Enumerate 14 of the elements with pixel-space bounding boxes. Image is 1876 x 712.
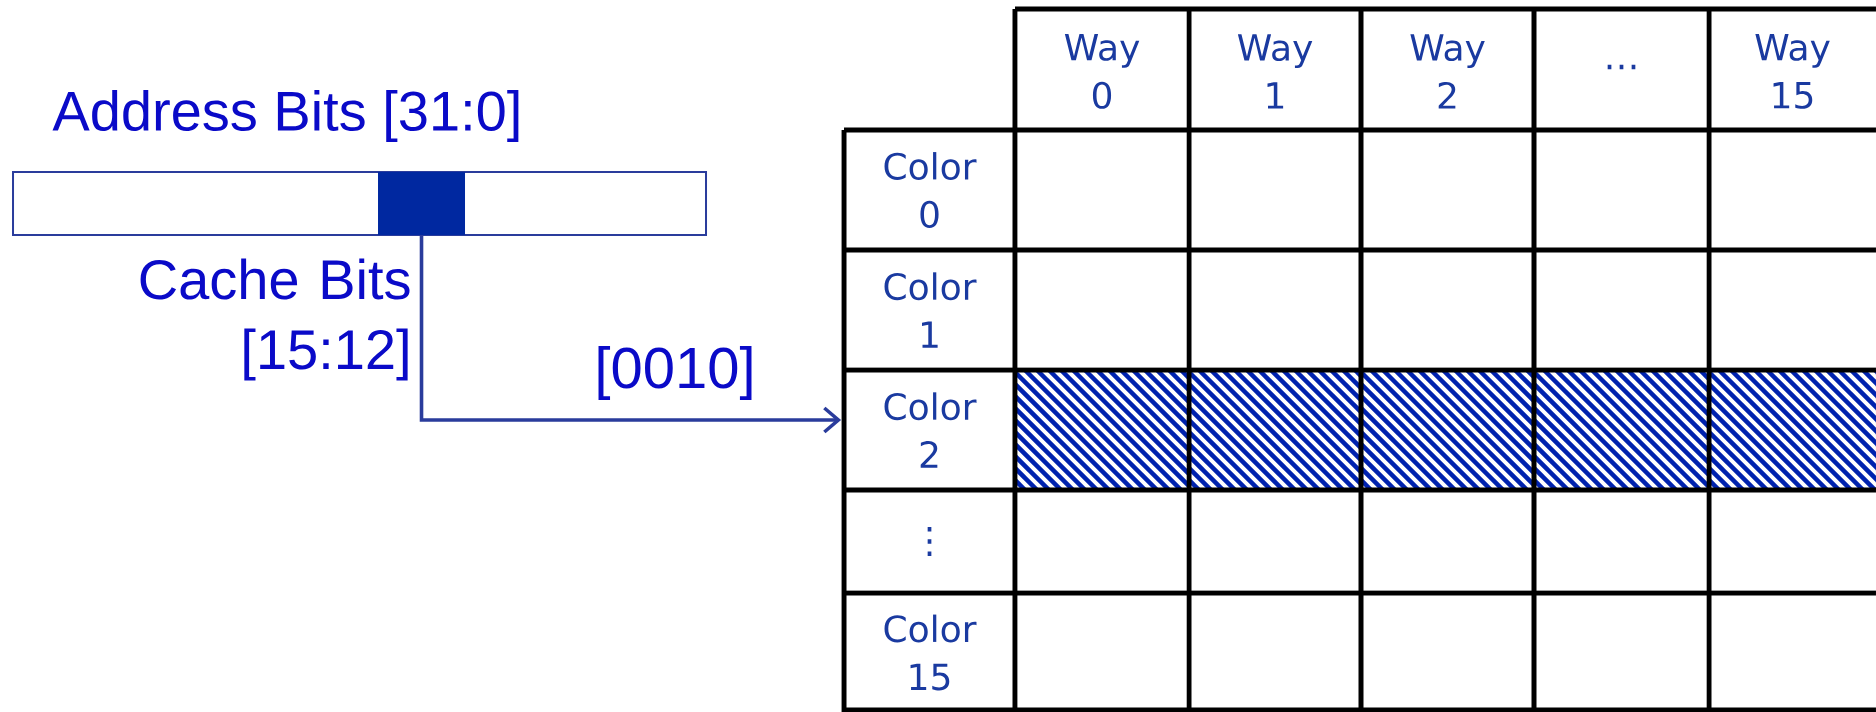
column-header: Way 2: [1410, 34, 1485, 109]
row-header: Color 0: [884, 152, 977, 228]
row-header: Color 1: [884, 272, 977, 348]
row-header: Color 15: [884, 614, 977, 691]
column-header: ⋯: [1607, 64, 1636, 70]
bar-heading: Address Bits [31:0]: [52, 89, 519, 143]
column-header: Way 15: [1755, 34, 1830, 109]
row-header: Color 2: [884, 392, 977, 468]
edge-label: [0010]: [592, 343, 758, 402]
field-caption: Cache Bits [15:12]: [140, 258, 410, 381]
column-header: Way 1: [1237, 34, 1313, 109]
arrow: [419, 235, 842, 434]
column-header: Way 0: [1064, 34, 1140, 109]
row-header: ⋮: [927, 526, 932, 557]
